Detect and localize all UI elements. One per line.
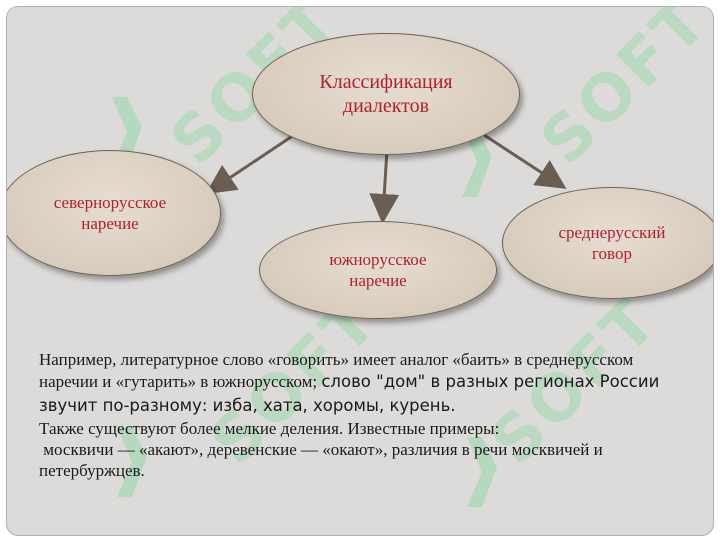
- paragraph-moscow: москвичи — «акают», деревенские — «окают…: [39, 440, 607, 480]
- paragraph-examples: Например, литературное слово «говорить» …: [39, 349, 689, 418]
- examples-house-text: слово "дом" в разных регионах России зву…: [39, 372, 660, 415]
- edge-root-south: [369, 148, 400, 224]
- node-middle-label: среднерусский говор: [558, 223, 666, 263]
- paragraph-subdivisions: Также существуют более мелкие деления. И…: [39, 419, 500, 438]
- node-south: южнорусское наречие: [259, 221, 497, 319]
- edge-root-north: [205, 131, 298, 194]
- node-north-label: севернорусское наречие: [53, 193, 167, 233]
- node-south-label: южнорусское наречие: [329, 250, 427, 290]
- diagram-edges: [205, 131, 567, 224]
- node-north: севернорусское наречие: [7, 150, 221, 276]
- edge-root-middle: [480, 131, 567, 189]
- examples-serif-text: Например, литературное слово «говорить» …: [39, 350, 634, 391]
- node-middle: среднерусский говор: [502, 187, 713, 299]
- body-text: Например, литературное слово «говорить» …: [39, 349, 689, 481]
- node-root-label: Классификация диалектов: [319, 71, 453, 117]
- slide: SOFT SOFT SOFT SOFT Классификация диалек…: [6, 6, 714, 536]
- node-root: Классификация диалектов: [252, 33, 520, 155]
